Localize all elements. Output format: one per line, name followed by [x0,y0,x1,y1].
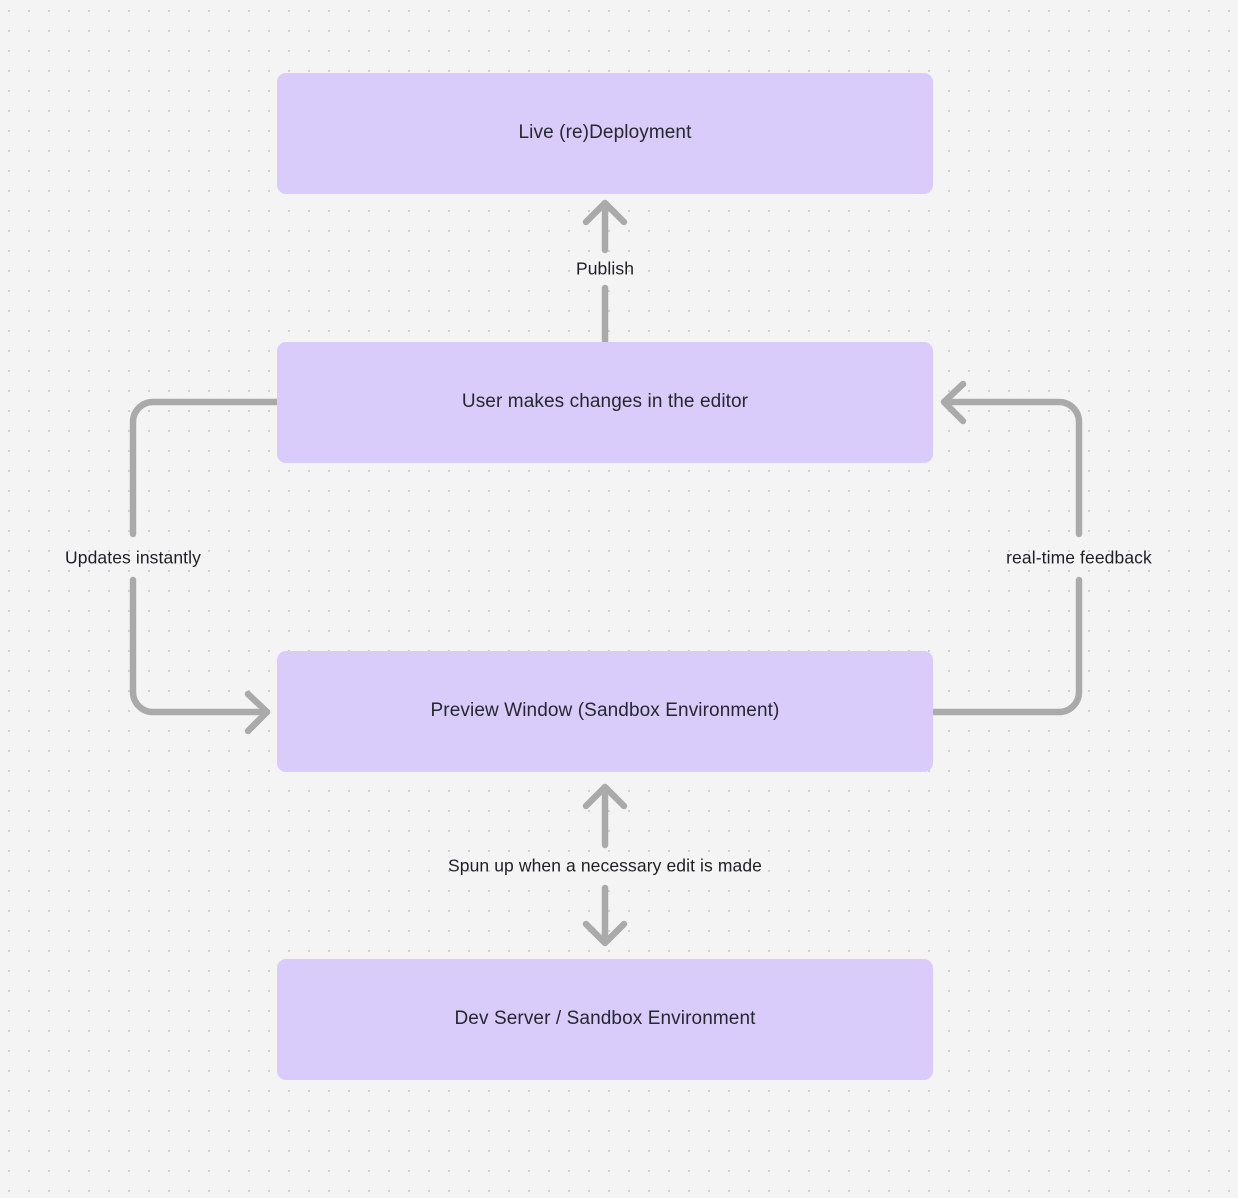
edge-feedback-segment-lower [929,576,1083,716]
node-preview-window-label: Preview Window (Sandbox Environment) [430,700,780,722]
node-user-edits-label: User makes changes in the editor [461,391,749,413]
edge-spunup-arrowhead-down [582,920,628,947]
edge-updates-arrowhead-right [244,690,271,735]
edge-updates-segment-lower [129,576,266,716]
edge-feedback-segment-upper [945,398,1083,538]
edge-updates-segment-upper [129,398,281,538]
edge-label-publish: Publish [575,258,635,279]
edge-publish-arrowhead-up [582,199,628,226]
edge-label-real-time-feedback: real-time feedback [1006,547,1152,568]
node-dev-server-label: Dev Server / Sandbox Environment [454,1008,756,1030]
edge-label-updates-instantly: Updates instantly [65,547,201,568]
edge-feedback-arrowhead-left [940,380,967,425]
node-dev-server[interactable]: Dev Server / Sandbox Environment [277,959,933,1080]
edge-label-spun-up: Spun up when a necessary edit is made [447,855,763,876]
node-live-deployment-label: Live (re)Deployment [518,122,692,144]
node-preview-window[interactable]: Preview Window (Sandbox Environment) [277,651,933,772]
node-user-edits[interactable]: User makes changes in the editor [277,342,933,463]
edge-spunup-arrowhead-up [582,783,628,810]
node-live-deployment[interactable]: Live (re)Deployment [277,73,933,194]
